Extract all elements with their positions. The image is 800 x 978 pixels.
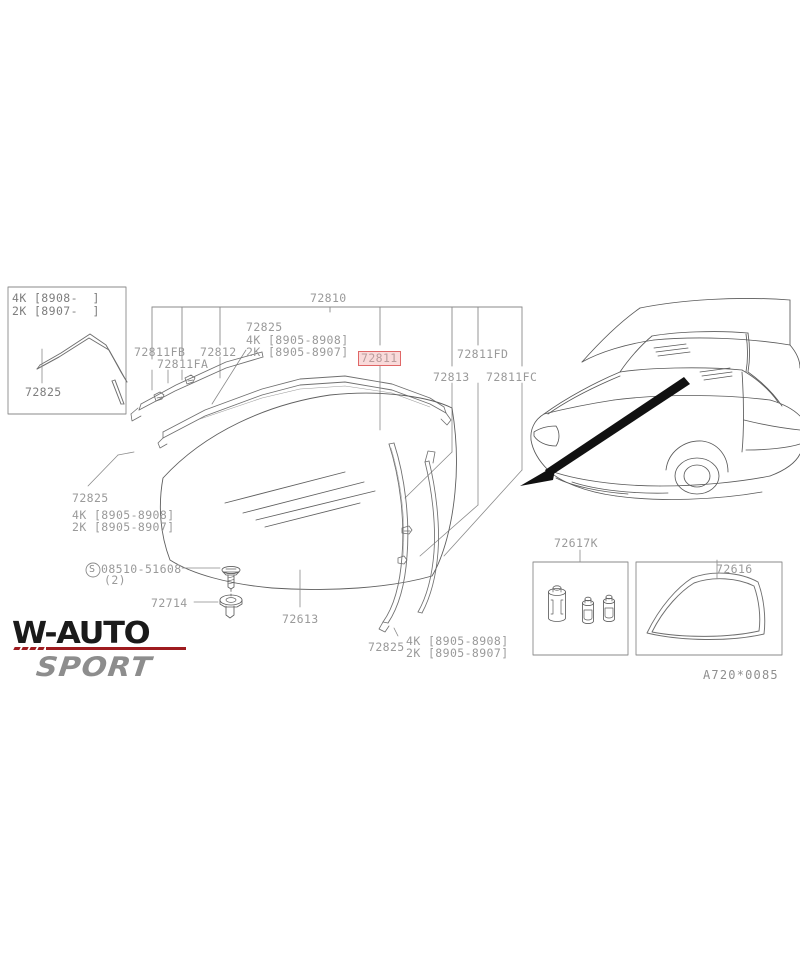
callout-72616: 72616 <box>716 562 753 576</box>
inset-top-left-line2: 2K [8907- ] <box>12 304 100 318</box>
logo-text-sport: SPORT <box>34 652 154 683</box>
logo-text-w-auto: W-AUTO <box>12 616 151 651</box>
callout-72825-top: 72825 <box>246 320 283 334</box>
callout-72825-left-range-4k: 4K [8905-8908] <box>72 508 175 522</box>
callout-72825-left-range-2k: 2K [8905-8907] <box>72 520 175 534</box>
callout-72825-bottom-range-4k: 4K [8905-8908] <box>406 634 509 648</box>
callout-72613: 72613 <box>282 612 319 626</box>
supersession-symbol-s: S <box>89 564 96 575</box>
watermark-logo: W-AUTO SPORT <box>12 616 187 683</box>
highlighted-part-number[interactable]: 72811 <box>358 351 401 366</box>
callout-72825-left: 72825 <box>72 491 109 505</box>
diagram-reference-code: A720*0085 <box>703 668 779 682</box>
callout-72714: 72714 <box>151 596 188 610</box>
callout-72811fd: 72811FD <box>457 347 509 361</box>
callout-08510-quantity: (2) <box>104 573 126 587</box>
callout-72810: 72810 <box>310 291 347 305</box>
callout-72811fc: 72811FC <box>486 370 538 384</box>
callout-72813: 72813 <box>433 370 470 384</box>
callout-72825-top-range-2k: 2K [8905-8907] <box>246 345 349 359</box>
callout-08510-51608: 08510-51608 <box>101 562 182 576</box>
callout-72825-top-range-4k: 4K [8905-8908] <box>246 333 349 347</box>
inset-top-left-part-label: 72825 <box>25 385 62 399</box>
callout-72617k: 72617K <box>554 536 598 550</box>
callout-72811fa: 72811FA <box>157 357 209 371</box>
callout-72825-bottom-range-2k: 2K [8905-8907] <box>406 646 509 660</box>
callout-72825-bottom: 72825 <box>368 640 405 654</box>
inset-top-left-line1: 4K [8908- ] <box>12 291 100 305</box>
callout-72812: 72812 <box>200 345 237 359</box>
callout-72811fb: 72811FB <box>134 345 186 359</box>
